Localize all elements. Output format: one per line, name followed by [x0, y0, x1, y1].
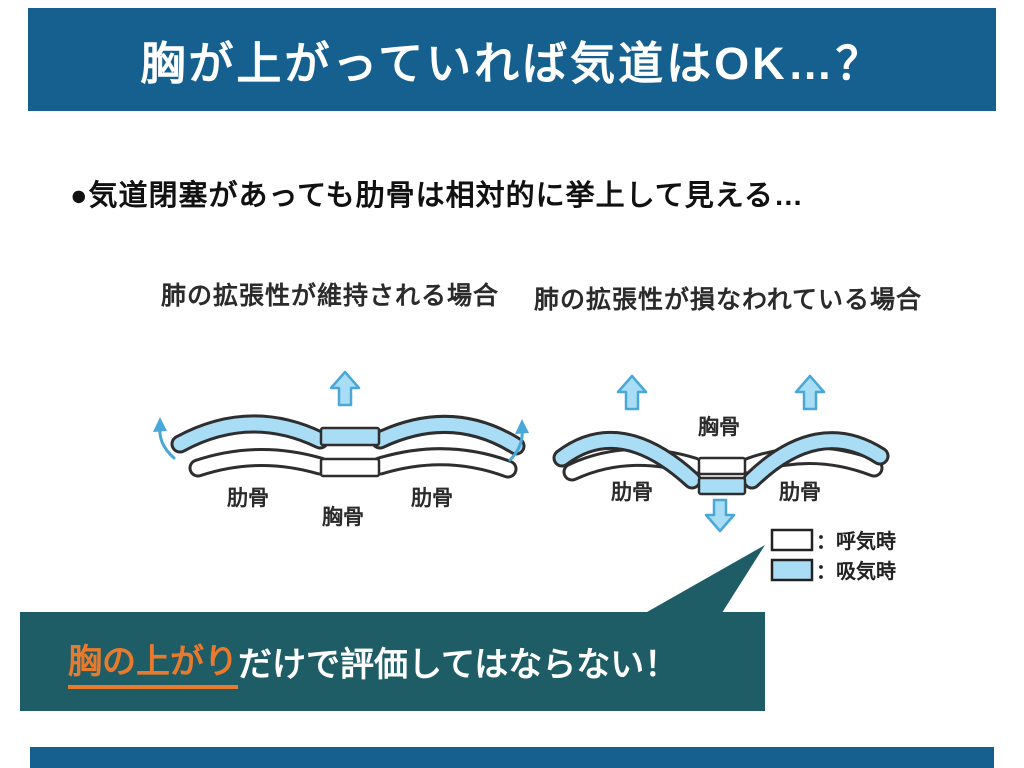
diagram-legend: ：呼気時 ：吸気時: [770, 528, 896, 583]
title-band: 胸が上がっていれば気道はOK…？: [28, 8, 996, 111]
curved-arrow-head-icon: [515, 419, 529, 434]
rib-label-left: 肋骨: [227, 486, 269, 510]
legend-swatch-inspiration: [770, 558, 814, 582]
down-arrow-icon: [704, 498, 736, 533]
callout-tail: [640, 545, 765, 616]
curved-arrow-head-icon: [153, 417, 167, 432]
sternum-label: 胸骨: [698, 415, 740, 439]
sternum-inspiration: [697, 476, 747, 496]
up-arrow-icon: [616, 374, 648, 411]
bullet-heading: ●気道閉塞があっても肋骨は相対的に挙上して見える…: [70, 180, 804, 212]
callout: 胸の上がりだけで評価してはならない！: [20, 612, 765, 711]
rib-label-left: 肋骨: [611, 480, 653, 504]
rib-diagram: 肺の拡張性が維持される場合 肺の拡張性が損なわれている場合 肋骨 胸骨 肋骨: [153, 281, 922, 583]
sternum-expiration: [319, 457, 381, 478]
left-diagram: 肋骨 胸骨 肋骨: [153, 370, 529, 529]
callout-text: だけで評価してはならない！: [238, 646, 679, 684]
rib-label-right: 肋骨: [411, 486, 453, 510]
legend-label-expiration: ：呼気時: [816, 529, 896, 553]
slide-title: 胸が上がっていれば気道はOK…？: [140, 38, 884, 89]
sternum-inspiration: [319, 426, 381, 447]
sternum-label: 胸骨: [322, 505, 364, 529]
callout-tail-shape: [640, 545, 765, 616]
callout-highlight: 胸の上がり: [68, 634, 238, 689]
up-arrow-icon: [794, 374, 826, 411]
right-diagram: 胸骨 肋骨 肋骨: [562, 374, 880, 533]
legend-label-inspiration: ：吸気時: [816, 559, 896, 583]
left-diagram-caption: 肺の拡張性が維持される場合: [161, 281, 499, 310]
up-arrow-icon: [329, 370, 361, 407]
rib-band-expiration: [380, 457, 508, 469]
rib-label-right: 肋骨: [779, 480, 821, 504]
sternum-expiration: [697, 456, 747, 476]
bottom-band: [30, 747, 994, 768]
legend-swatch-expiration: [770, 528, 814, 552]
right-diagram-caption: 肺の拡張性が損なわれている場合: [534, 285, 922, 314]
